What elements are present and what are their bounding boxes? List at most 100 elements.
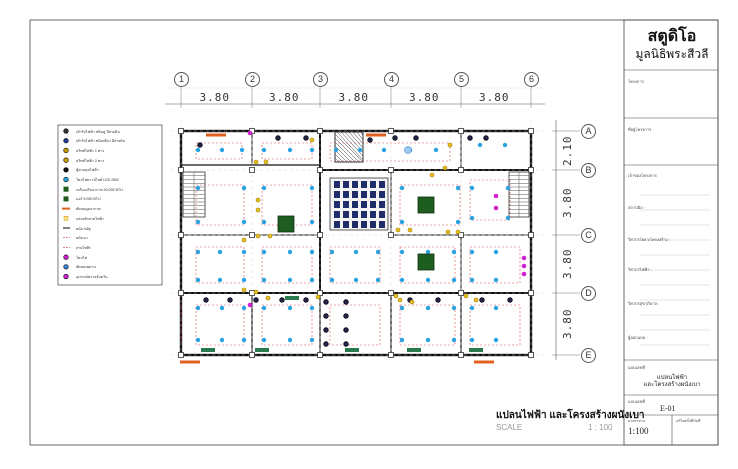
downlight [195, 185, 201, 191]
electrical-outlet [303, 135, 309, 141]
wire-loop [329, 246, 381, 284]
downlight [425, 249, 431, 255]
hall-light-fixture [370, 181, 376, 188]
legend-icon-outlet-single [63, 138, 69, 144]
downlight [241, 185, 247, 191]
structural-column [528, 128, 534, 134]
wire-loop [261, 142, 313, 160]
downlight [195, 219, 201, 225]
grid-row-bubble: D [581, 286, 596, 301]
downlight [505, 215, 511, 221]
shaft-hatch [334, 133, 364, 163]
grid-column-bubble: 1 [174, 72, 189, 87]
downlight [261, 249, 267, 255]
wire-loop [261, 246, 313, 284]
shaft-hatch [360, 131, 364, 137]
downlight [469, 185, 475, 191]
downlight [241, 305, 247, 311]
sheet-title-line-1: แปลนไฟฟ้า [656, 375, 688, 381]
legend-icon-air-con-small [63, 196, 69, 202]
downlight [477, 142, 483, 148]
legend-icon-outlet-double [63, 128, 69, 134]
wire-loop [261, 304, 313, 346]
structural-column [458, 232, 464, 238]
structural-column [458, 352, 464, 358]
switch [253, 289, 259, 295]
wire-loop [399, 246, 456, 284]
shaft-hatch [352, 131, 364, 145]
electrical-outlet [343, 299, 349, 305]
shaft-hatch [334, 141, 356, 163]
shaft-hatch [334, 149, 348, 163]
downlight [493, 249, 499, 255]
title-block-field-label: วิศวกรไฟฟ้า : [628, 267, 652, 272]
hall-light-fixture [343, 201, 349, 208]
hall-light-fixture [343, 191, 349, 198]
downlight [469, 249, 475, 255]
structural-column [528, 232, 534, 238]
downlight [217, 249, 223, 255]
structural-column [317, 128, 323, 134]
electrical-outlet [227, 297, 233, 303]
wire-loop [469, 246, 521, 284]
wire-loop [329, 142, 451, 162]
switch [442, 165, 448, 171]
downlight [241, 277, 247, 283]
structural-column [317, 167, 323, 173]
wall-lamp [247, 302, 253, 308]
wall-air-conditioner [255, 348, 269, 352]
grid-column-bubble: 4 [384, 72, 399, 87]
structural-column [178, 128, 184, 134]
electrical-outlet [323, 299, 329, 305]
hall-light-fixture [361, 201, 367, 208]
ceiling-fan [404, 146, 412, 154]
downlight [399, 277, 405, 283]
switch [241, 237, 247, 243]
hall-light-fixture [379, 221, 385, 228]
hall-light-fixture [370, 191, 376, 198]
title-block-scale: 1:100 [628, 426, 649, 436]
electrical-outlet [467, 135, 473, 141]
switch [241, 287, 247, 293]
downlight [451, 249, 457, 255]
switch [397, 297, 403, 303]
switch [255, 207, 261, 213]
wall-air-conditioner [201, 348, 215, 352]
downlight [261, 305, 267, 311]
downlight [219, 337, 225, 343]
air-conditioner [277, 215, 295, 233]
electrical-outlet [253, 297, 259, 303]
legend-label: พัดลมดูดอากาศ [76, 207, 101, 212]
grid-column-bubble: 6 [524, 72, 539, 87]
downlight [261, 185, 267, 191]
hall-light-fixture [379, 181, 385, 188]
electrical-outlet [203, 297, 209, 303]
electrical-outlet [343, 313, 349, 319]
structural-column [528, 352, 534, 358]
wall-lamp [521, 263, 527, 269]
structural-column [317, 290, 323, 296]
downlight [329, 249, 335, 255]
legend-label: สวิทช์ไฟฟ้า 1 ทาง [76, 148, 105, 153]
downlight [357, 147, 363, 153]
downlight [455, 219, 461, 225]
downlight [261, 277, 267, 283]
hall-light-fixture [361, 221, 367, 228]
hall-light-fixture [361, 181, 367, 188]
electrical-outlet [483, 135, 489, 141]
legend-icon-junction [63, 216, 69, 221]
title-block-field-label: ผู้ออกแบบ : [628, 335, 648, 340]
grid-column-bubble: 5 [454, 72, 469, 87]
column-spacing-label: 3.80 [479, 91, 510, 104]
hall-light-fixture [370, 211, 376, 218]
hall-light-fixture [352, 211, 358, 218]
wire-loop [195, 142, 243, 160]
wall-air-conditioner [285, 296, 299, 300]
electrical-outlet [343, 341, 349, 347]
electrical-outlet [479, 297, 485, 303]
grid-row-bubble: B [581, 163, 596, 178]
downlight [261, 219, 267, 225]
wire-loop [195, 304, 245, 346]
shaft-hatch [356, 131, 364, 141]
legend-label: เต้ารับไฟฟ้า ชนิดคู่ มีสายดิน [76, 129, 120, 134]
